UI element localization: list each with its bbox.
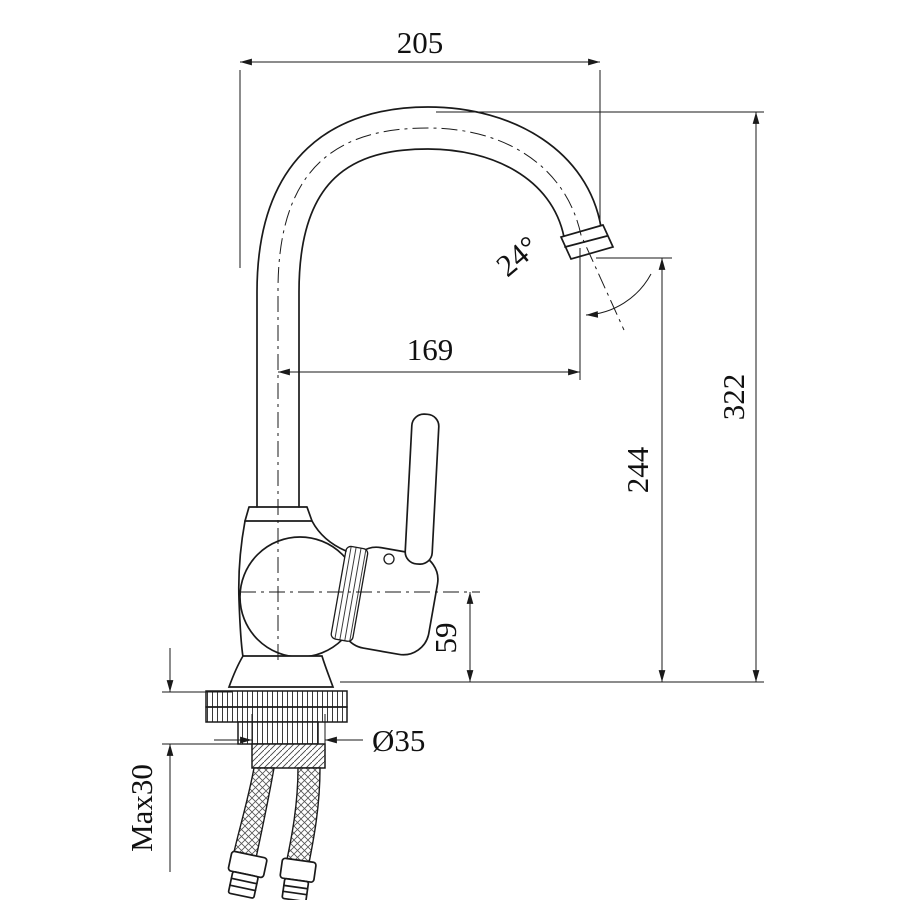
threaded-tailpiece	[251, 743, 326, 769]
dimension-59-group: 59	[240, 591, 480, 682]
hose-left	[233, 767, 275, 859]
body-left-profile	[237, 520, 246, 658]
body-right-profile	[311, 520, 347, 552]
dimension-59-label: 59	[428, 623, 463, 654]
dimension-244-group: 244	[596, 257, 672, 682]
spout-inner-edge	[298, 148, 565, 508]
spout-centerline	[277, 127, 625, 660]
base-flange	[227, 655, 335, 688]
mounting-hardware-group	[205, 690, 348, 900]
dimension-max30-group: Max30	[124, 648, 250, 872]
dimension-dia35-label: Ø35	[372, 723, 425, 758]
faucet-body-group	[227, 106, 625, 688]
dimension-24deg-label: 24°	[489, 229, 545, 284]
dimension-lines-group: 205 322 244 169 24°	[124, 25, 764, 872]
set-screw	[383, 553, 395, 565]
spout-outer-edge	[256, 106, 602, 508]
hose-connector-left	[227, 850, 268, 899]
dimension-max30-label: Max30	[124, 764, 159, 852]
hose-right	[285, 767, 321, 869]
hose-connector-right	[279, 857, 317, 900]
nozzle-detail-line	[564, 235, 608, 248]
lever-handle	[404, 413, 440, 565]
dimension-169-group: 169	[278, 248, 581, 380]
lock-nut	[237, 721, 319, 745]
dimension-244-label: 244	[620, 446, 655, 493]
dimension-169-label: 169	[407, 332, 454, 367]
dimension-205-group: 205	[239, 25, 601, 268]
dimension-322-label: 322	[716, 374, 751, 421]
dimension-dia35-group: Ø35	[214, 714, 425, 760]
dimension-205-label: 205	[397, 25, 444, 60]
dimension-322-group: 322	[340, 111, 764, 683]
